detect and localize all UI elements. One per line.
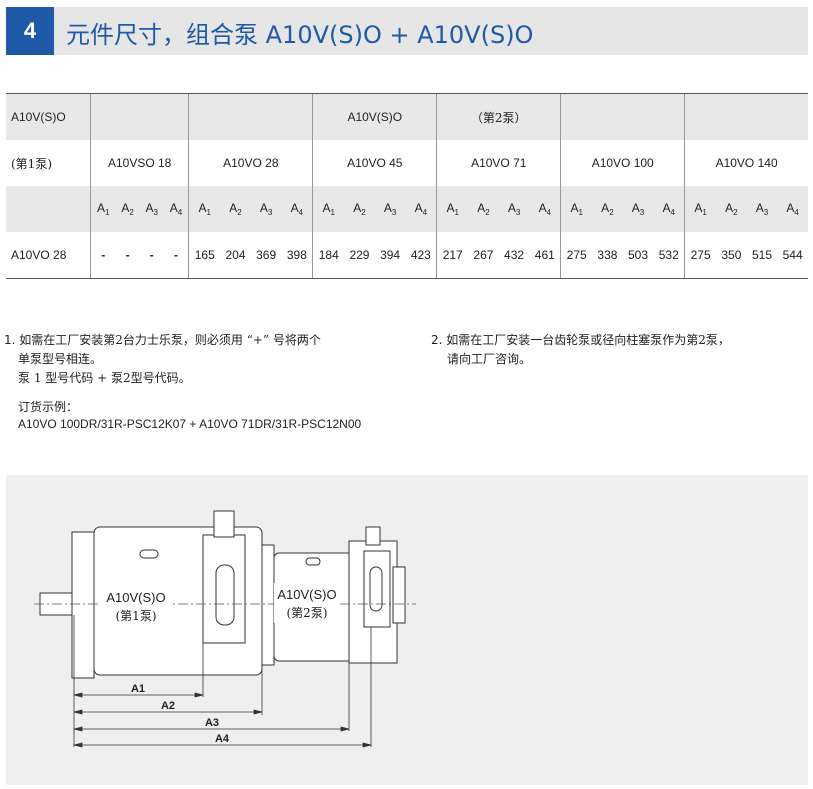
dim-header-cell: A3 (250, 186, 282, 232)
dim-label-a4: A4 (215, 733, 230, 745)
pump1-valve-cap (213, 510, 235, 538)
dim-header-cell: A4 (281, 186, 313, 232)
table-cell: A10V(S)O (6, 93, 91, 140)
dim-value-cell: 369 (250, 232, 282, 279)
dim-value-cell: 267 (468, 232, 499, 279)
dim-header-cell: A1 (560, 186, 593, 232)
pump1-flange (71, 531, 95, 679)
order-example: 订货示例： A10VO 100DR/31R-PSC12K07 + A10VO 7… (18, 399, 361, 433)
pump2-port-oval (305, 557, 321, 566)
dim-value-cell: 165 (188, 232, 221, 279)
model-header: A10VSO 18 (89, 140, 189, 186)
dim-value-cell: 394 (374, 232, 406, 279)
dim-header-cell: A2 (115, 186, 140, 232)
dim-header-cell: A1 (684, 186, 717, 232)
dim-header-cell: A3 (498, 186, 530, 232)
dim-header-cell: A4 (405, 186, 437, 232)
dim-header-cell: A4 (163, 186, 189, 232)
pump2-valve-slot (369, 566, 383, 612)
pump2-model-label: A10V(S)O (312, 93, 437, 140)
table-row: A10V(S)O A10V(S)O （第2泵） (6, 93, 808, 140)
note-text: 如需在工厂安装一台齿轮泵或径向柱塞泵作为第2泵， (446, 333, 730, 347)
dim-header-cell: A2 (344, 186, 375, 232)
dim-header-cell: A1 (89, 186, 116, 232)
pump1-label: (第1泵) (116, 609, 157, 623)
dim-header-cell: A4 (653, 186, 685, 232)
note-text: 如需在工厂安装第2台力士乐泵，则必须用 “+” 号将两个 (19, 333, 321, 347)
pump1-name: A10V(S)O (106, 590, 165, 605)
order-code: A10VO 100DR/31R-PSC12K07 + A10VO 71DR/31… (18, 417, 362, 431)
dim-header-cell: A4 (777, 186, 808, 232)
dim-header-cell: A4 (529, 186, 561, 232)
note-text: 请向工厂咨询。 (447, 352, 532, 366)
section-number-badge: 4 (6, 7, 54, 55)
dim-header-cell: A3 (374, 186, 406, 232)
note-number: 1. (4, 333, 16, 347)
dim-value-cell: - (89, 232, 116, 279)
dim-label-a1: A1 (131, 683, 145, 695)
dim-header-cell: A1 (436, 186, 469, 232)
note-1: 1. 如需在工厂安装第2台力士乐泵，则必须用 “+” 号将两个 单泵型号相连。 … (4, 331, 321, 388)
pump2-end-cap (392, 566, 406, 624)
pump2-label: （第2泵） (436, 93, 561, 140)
dim-value-cell: 184 (312, 232, 345, 279)
dim-header-cell: A3 (746, 186, 778, 232)
table-row: (第1泵) A10VSO 18 A10VO 28 A10VO 45 A10VO … (6, 140, 808, 186)
pump-drawing-svg: A1 A2 A3 A4 A10V(S)O (第1泵) A10V(S)O (第2泵… (34, 510, 416, 748)
pump2-valve-cap (365, 526, 381, 546)
dim-value-cell: 432 (498, 232, 530, 279)
pump2-name: A10V(S)O (277, 587, 336, 602)
dim-value-cell: 544 (777, 232, 808, 279)
dim-value-cell: 503 (622, 232, 654, 279)
dim-value-cell: 217 (436, 232, 469, 279)
pump1-rear-cover (261, 544, 275, 666)
pump2-label: (第2泵) (287, 606, 328, 620)
dim-header-cell: A2 (468, 186, 499, 232)
dim-value-cell: 532 (653, 232, 685, 279)
section-title: 元件尺寸，组合泵 A10V(S)O + A10V(S)O (66, 21, 534, 49)
dim-header-cell: A1 (312, 186, 345, 232)
dim-value-cell: 461 (529, 232, 561, 279)
pump2-control-valve (363, 550, 391, 628)
model-header: A10VO 28 (188, 140, 313, 186)
note-text: 单泵型号相连。 (18, 352, 103, 366)
dim-value-cell: 275 (560, 232, 593, 279)
dim-header-cell: A1 (188, 186, 221, 232)
dim-header-cell: A2 (716, 186, 747, 232)
dim-label-a2: A2 (161, 700, 175, 712)
dim-value-cell: 229 (344, 232, 375, 279)
combination-pump-drawing: A1 A2 A3 A4 A10V(S)O (第1泵) A10V(S)O (第2泵… (6, 475, 808, 785)
dim-value-cell: 350 (716, 232, 747, 279)
model-header: A10VO 140 (684, 140, 808, 186)
dim-value-cell: 338 (592, 232, 623, 279)
note-text: 泵 1 型号代码 + 泵2型号代码。 (18, 371, 191, 385)
dim-value-cell: 398 (281, 232, 313, 279)
dim-value-cell: - (115, 232, 140, 279)
dim-value-cell: 204 (220, 232, 251, 279)
note-number: 2. (431, 333, 443, 347)
row-model-label: A10VO 28 (6, 232, 91, 279)
order-label: 订货示例： (18, 400, 79, 414)
dim-header-cell: A3 (622, 186, 654, 232)
dim-label-a3: A3 (205, 717, 219, 729)
model-header: A10VO 100 (560, 140, 685, 186)
dim-header-cell: A3 (139, 186, 164, 232)
dim-value-cell: 275 (684, 232, 717, 279)
dim-header-cell: A2 (592, 186, 623, 232)
dim-value-cell: - (163, 232, 189, 279)
dimension-table: A10V(S)O A10V(S)O （第2泵） (第1泵) A10VSO 18 … (6, 93, 808, 279)
section-header: 4 元件尺寸，组合泵 A10V(S)O + A10V(S)O (6, 7, 808, 55)
model-header: A10VO 71 (436, 140, 561, 186)
pump1-valve-slot (215, 564, 235, 626)
dim-value-cell: - (139, 232, 164, 279)
dim-header-cell: A2 (220, 186, 251, 232)
dim-value-cell: 423 (405, 232, 437, 279)
pump1-label: (第1泵) (11, 156, 52, 171)
model-header: A10VO 45 (312, 140, 437, 186)
note-2: 2. 如需在工厂安装一台齿轮泵或径向柱塞泵作为第2泵， 请向工厂咨询。 (431, 331, 730, 369)
dim-value-cell: 515 (746, 232, 778, 279)
pump1-port-oval (139, 549, 159, 559)
